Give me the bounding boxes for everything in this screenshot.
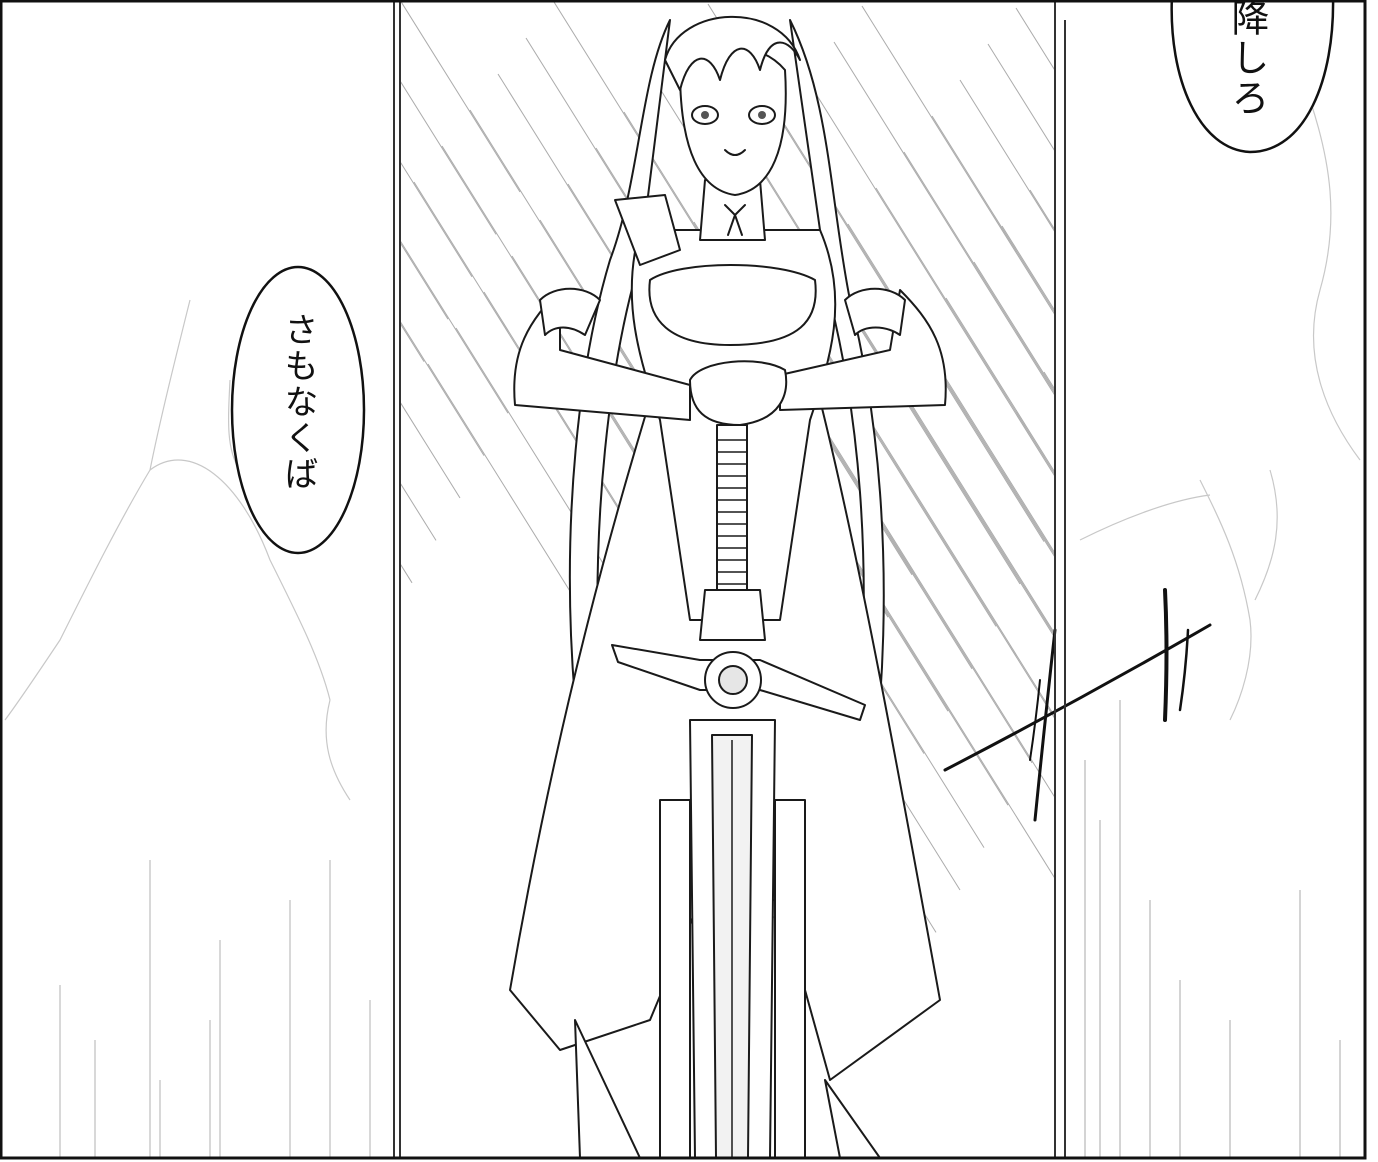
balloon-right-text: 降しろ bbox=[1225, 0, 1269, 118]
greatsword bbox=[611, 424, 866, 1159]
background-sketch-right bbox=[1079, 99, 1361, 721]
speech-balloon-left bbox=[230, 265, 366, 555]
background-sketch-left bbox=[4, 299, 351, 801]
speech-balloon-right bbox=[1170, 0, 1335, 154]
swordswoman-figure bbox=[509, 15, 947, 1159]
balloon-left-text: さもなくば bbox=[278, 312, 318, 492]
action-strokes bbox=[943, 588, 1212, 822]
vertical-speed-lines-left bbox=[59, 860, 371, 1158]
panel-dividers bbox=[393, 0, 1066, 1158]
vertical-speed-lines-right bbox=[1084, 700, 1341, 1158]
